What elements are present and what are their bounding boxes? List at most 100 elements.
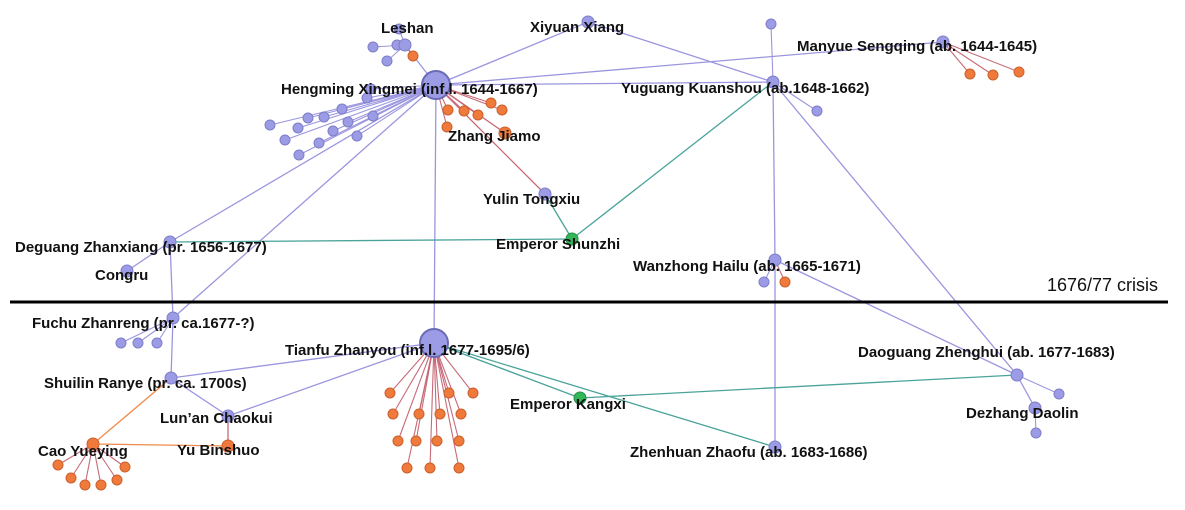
edge-hengming-manyue <box>435 41 944 86</box>
node-shunzhi[interactable] <box>565 232 579 246</box>
leaf-node-tianfu[interactable] <box>424 462 436 474</box>
node-dezhang[interactable] <box>1028 401 1042 415</box>
leaf-node-hengming[interactable] <box>318 111 330 123</box>
node-label-manyue: Manyue Sengqing (ab. 1644-1645) <box>797 38 1037 55</box>
leaf-node-hengming[interactable] <box>293 149 305 161</box>
leaf-node-hengming[interactable] <box>279 134 291 146</box>
node-label-xiyuan: Xiyuan Xiang <box>530 19 624 36</box>
node-tianfu[interactable] <box>419 328 449 358</box>
node-label-yubinshuo: Yu Binshuo <box>177 442 260 459</box>
leaf-node-leshan[interactable] <box>407 50 419 62</box>
leaf-node-manyue[interactable] <box>987 69 999 81</box>
leaf-node-tianfu[interactable] <box>467 387 479 399</box>
leaf-node-hengming[interactable] <box>351 130 363 142</box>
leaf-node-wanzhong[interactable] <box>758 276 770 288</box>
node-yuguang[interactable] <box>766 75 780 89</box>
leaf-node-tianfu[interactable] <box>384 387 396 399</box>
edge-caoyueying-leaf <box>92 443 118 481</box>
node-yulin[interactable] <box>538 187 552 201</box>
node-yubinshuo[interactable] <box>221 439 235 453</box>
edge-hengming-fuchu <box>172 84 437 319</box>
leaf-node-hengming[interactable] <box>302 112 314 124</box>
leaf-node-fuchu[interactable] <box>151 337 163 349</box>
node-manyue[interactable] <box>936 35 950 49</box>
leaf-node-daoguang[interactable] <box>1053 388 1065 400</box>
node-layer <box>52 15 1065 491</box>
leaf-node-tianfu[interactable] <box>401 462 413 474</box>
node-shuilin[interactable] <box>164 371 178 385</box>
leaf-node-caoyueying[interactable] <box>111 474 123 486</box>
node-label-shuilin: Shuilin Ranye (pr. ca. 1700s) <box>44 375 247 392</box>
node-zhangjiamo[interactable] <box>498 126 512 140</box>
leaf-node-leshan[interactable] <box>393 23 405 35</box>
leaf-node-tianfu[interactable] <box>455 408 467 420</box>
node-label-yulin: Yulin Tongxiu <box>483 191 580 208</box>
node-congru[interactable] <box>120 264 134 278</box>
edge-yuguang-daoguang <box>772 81 1018 376</box>
leaf-node-hengming[interactable] <box>365 83 377 95</box>
label-layer: Hengming Xingmei (inf.l. 1644-1667)Lesha… <box>15 19 1115 461</box>
leaf-node-hengming[interactable] <box>361 92 373 104</box>
edge-caoyueying-yubinshuo <box>92 443 229 447</box>
leaf-node-leshan[interactable] <box>381 55 393 67</box>
node-label-fuchu: Fuchu Zhanreng (pr. ca.1677-?) <box>32 315 255 332</box>
leaf-node-hengming[interactable] <box>441 121 453 133</box>
edge-xiyuan-yuguang <box>587 21 774 83</box>
leaf-node-tianfu[interactable] <box>410 435 422 447</box>
edge-tianfu-zhenhuan <box>433 342 776 448</box>
node-lunan[interactable] <box>221 409 235 423</box>
leaf-node-hengming[interactable] <box>264 119 276 131</box>
leaf-node-caoyueying[interactable] <box>52 459 64 471</box>
edge-hengming-leaf <box>284 84 437 141</box>
leaf-node-manyue[interactable] <box>964 68 976 80</box>
leaf-node-wanzhong[interactable] <box>779 276 791 288</box>
node-kangxi[interactable] <box>573 391 587 405</box>
node-zhenhuan[interactable] <box>768 440 782 454</box>
leaf-node-hengming[interactable] <box>496 104 508 116</box>
leaf-node-tianfu[interactable] <box>453 462 465 474</box>
leaf-node-tianfu[interactable] <box>443 387 455 399</box>
edge-hengming-yulin <box>435 84 546 195</box>
leaf-node-hengming[interactable] <box>472 109 484 121</box>
edge-yuguang-shunzhi <box>571 81 774 240</box>
node-wanzhong[interactable] <box>768 253 782 267</box>
leaf-node-caoyueying[interactable] <box>79 479 91 491</box>
leaf-node-hengming[interactable] <box>336 103 348 115</box>
leaf-node-tianfu[interactable] <box>392 435 404 447</box>
edge-tianfu-leaf <box>433 342 438 442</box>
edge-hengming-leaf <box>347 84 437 123</box>
leaf-node-tianfu[interactable] <box>434 408 446 420</box>
node-leshan[interactable] <box>398 38 412 52</box>
leaf-node-fuchu[interactable] <box>132 337 144 349</box>
leaf-node-hengming[interactable] <box>327 125 339 137</box>
node-hengming[interactable] <box>421 70 451 100</box>
leaf-node-tianfu[interactable] <box>413 408 425 420</box>
leaf-node-hengming[interactable] <box>367 110 379 122</box>
leaf-node-caoyueying[interactable] <box>119 461 131 473</box>
leaf-node-tianfu[interactable] <box>387 408 399 420</box>
leaf-node-leshan[interactable] <box>367 41 379 53</box>
edge-hengming-xiyuan <box>435 21 589 86</box>
node-caoyueying[interactable] <box>86 437 100 451</box>
leaf-node-hengming[interactable] <box>313 137 325 149</box>
node-fuchu[interactable] <box>166 311 180 325</box>
leaf-node-manyue[interactable] <box>1013 66 1025 78</box>
leaf-node-caoyueying[interactable] <box>65 472 77 484</box>
node-xiyuan[interactable] <box>581 15 595 29</box>
leaf-node-yuguang[interactable] <box>765 18 777 30</box>
leaf-node-hengming[interactable] <box>458 105 470 117</box>
node-daoguang[interactable] <box>1010 368 1024 382</box>
leaf-node-hengming[interactable] <box>442 104 454 116</box>
leaf-node-hengming[interactable] <box>292 122 304 134</box>
leaf-node-tianfu[interactable] <box>453 435 465 447</box>
leaf-node-caoyueying[interactable] <box>95 479 107 491</box>
leaf-node-tianfu[interactable] <box>431 435 443 447</box>
leaf-node-fuchu[interactable] <box>115 337 127 349</box>
leaf-node-hengming[interactable] <box>342 116 354 128</box>
leaf-node-dezhang[interactable] <box>1030 427 1042 439</box>
node-label-lunan: Lun’an Chaokui <box>160 410 273 427</box>
leaf-node-hengming[interactable] <box>485 97 497 109</box>
node-deguang[interactable] <box>163 235 177 249</box>
leaf-node-yuguang[interactable] <box>811 105 823 117</box>
